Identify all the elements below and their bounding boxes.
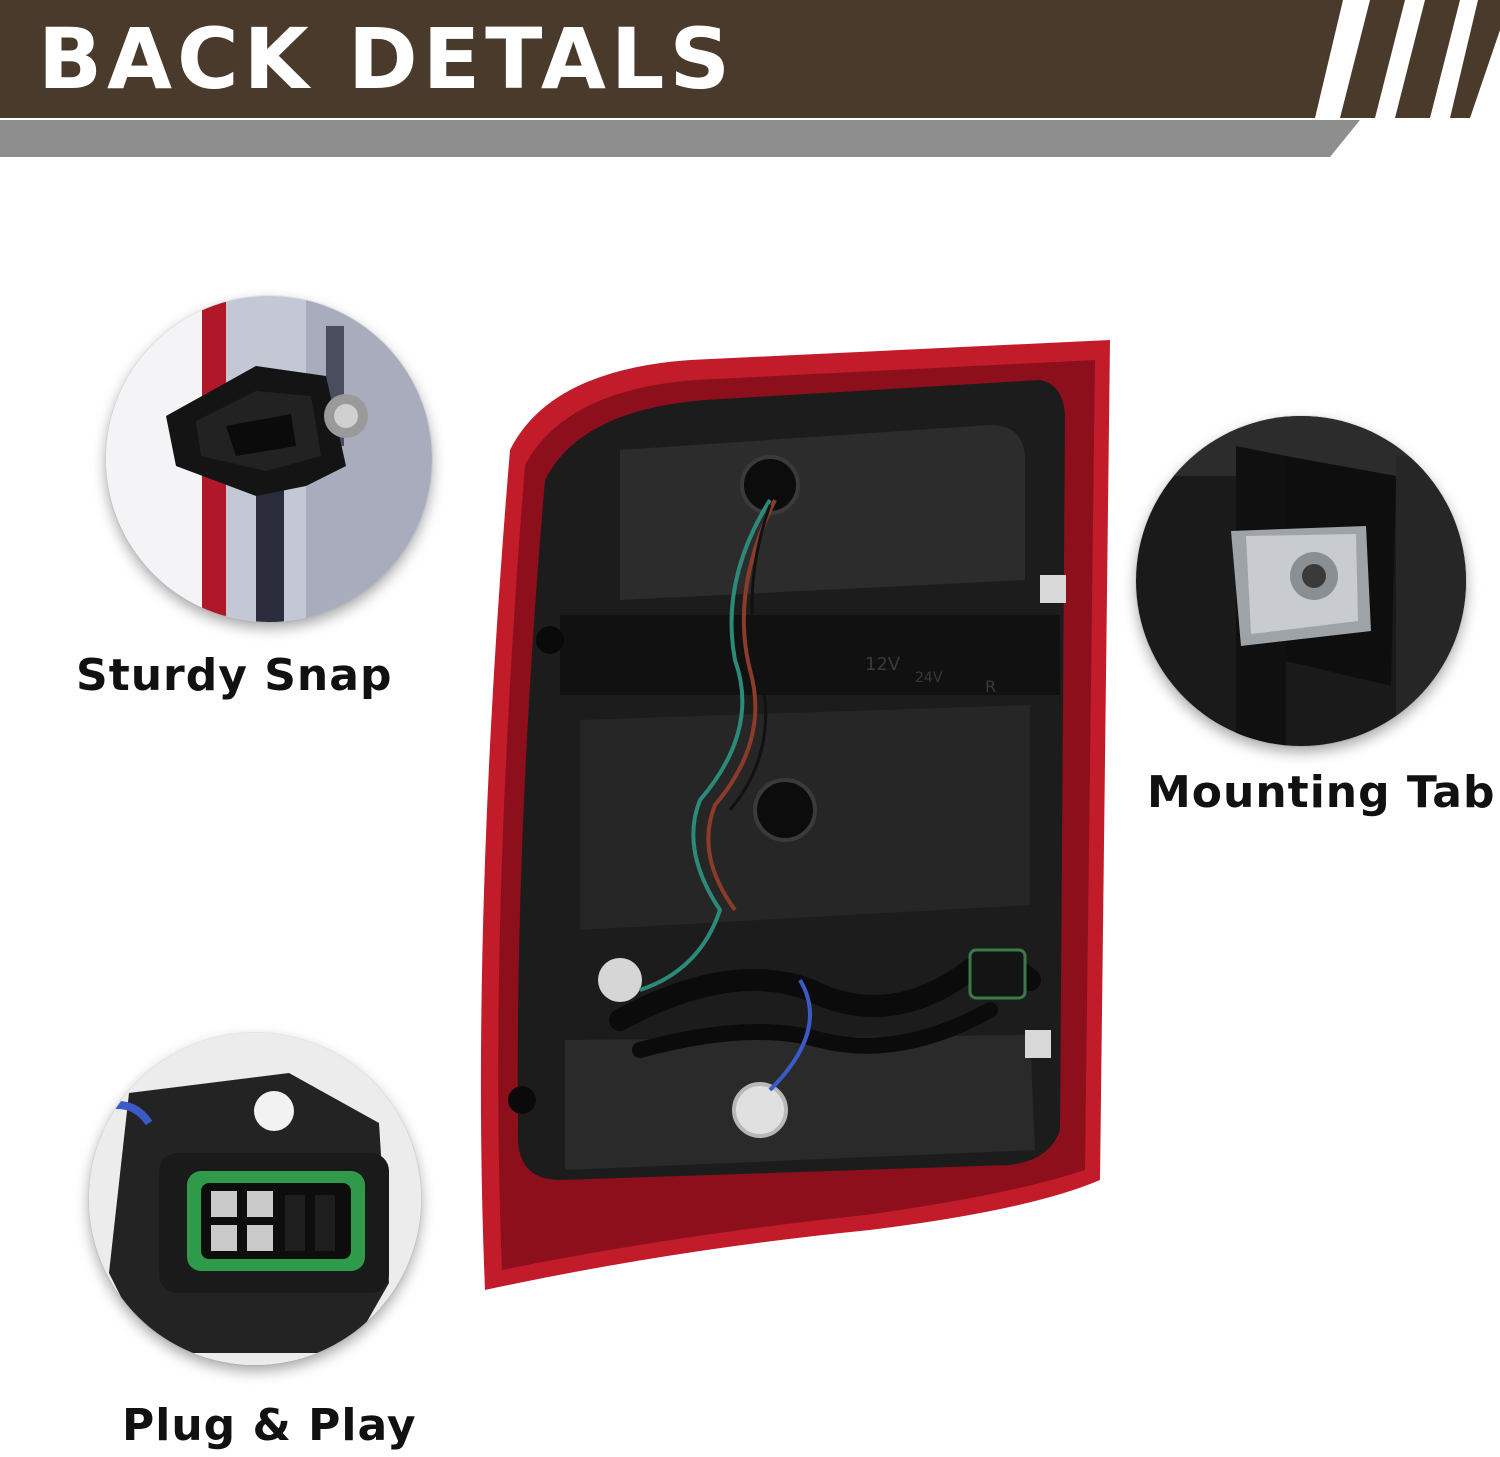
page-title: BACK DETALS <box>38 10 735 108</box>
mounting-tab-detail-image <box>1136 416 1466 746</box>
tail-light-icon: 12V 24V R <box>480 340 1110 1290</box>
header-banner: BACK DETALS <box>0 0 1500 160</box>
sturdy-snap-label: Sturdy Snap <box>76 650 393 701</box>
snap-clip-icon <box>106 296 432 622</box>
side-stamp: R <box>985 677 996 696</box>
mounting-tab-icon <box>1136 416 1466 746</box>
plug-and-play-detail-image <box>89 1033 421 1365</box>
sturdy-snap-detail-image <box>106 296 432 622</box>
banner-graphic <box>0 0 1500 157</box>
mounting-tab-label: Mounting Tab <box>1147 767 1496 818</box>
plug-and-play-label: Plug & Play <box>122 1400 417 1451</box>
connector-plug-icon <box>89 1033 421 1365</box>
voltage-stamp-12v: 12V <box>865 654 901 675</box>
tail-light-back-view: 12V 24V R <box>470 330 1110 1330</box>
voltage-stamp-24v: 24V <box>915 670 943 686</box>
